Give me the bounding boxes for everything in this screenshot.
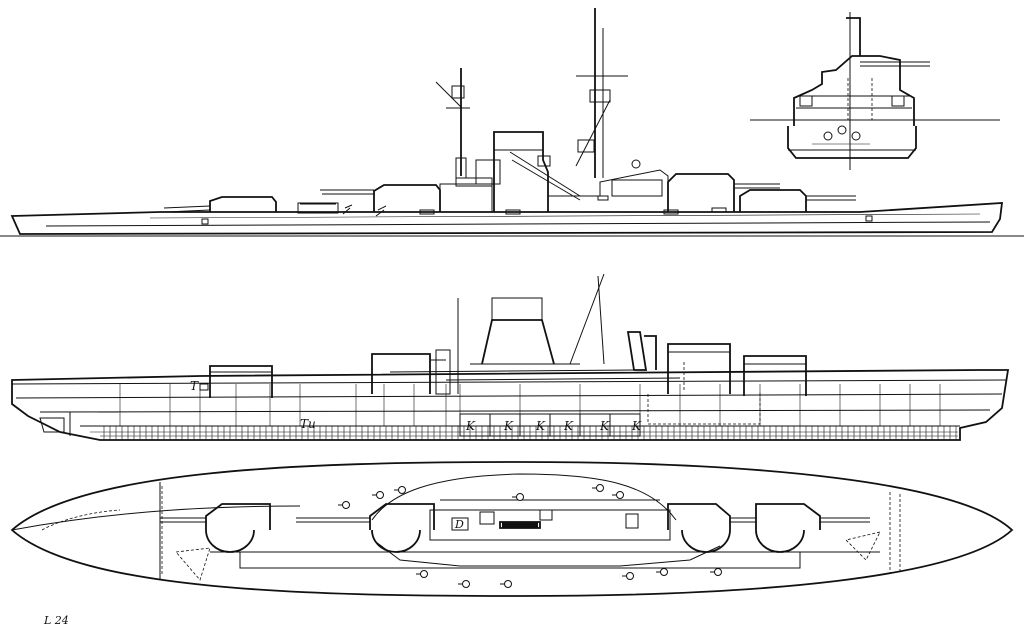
- boiler-label-3: K: [535, 419, 546, 433]
- compartment-label-t: T: [190, 379, 199, 393]
- inboard-profile: T Tu K K K K K K: [11, 273, 1010, 441]
- plate-code: L 24: [43, 614, 69, 627]
- boiler-label-6: K: [631, 419, 642, 433]
- boiler-label-2: K: [503, 419, 514, 433]
- cross-section: [750, 12, 1000, 170]
- compartment-label-tu: Tu: [300, 417, 316, 431]
- boiler-label-4: K: [563, 419, 574, 433]
- deck-plan: D: [10, 461, 1014, 597]
- boiler-label-1: K: [465, 419, 476, 433]
- deck-label-d: D: [454, 518, 464, 531]
- boiler-label-5: K: [599, 419, 610, 433]
- side-elevation: [0, 8, 1024, 237]
